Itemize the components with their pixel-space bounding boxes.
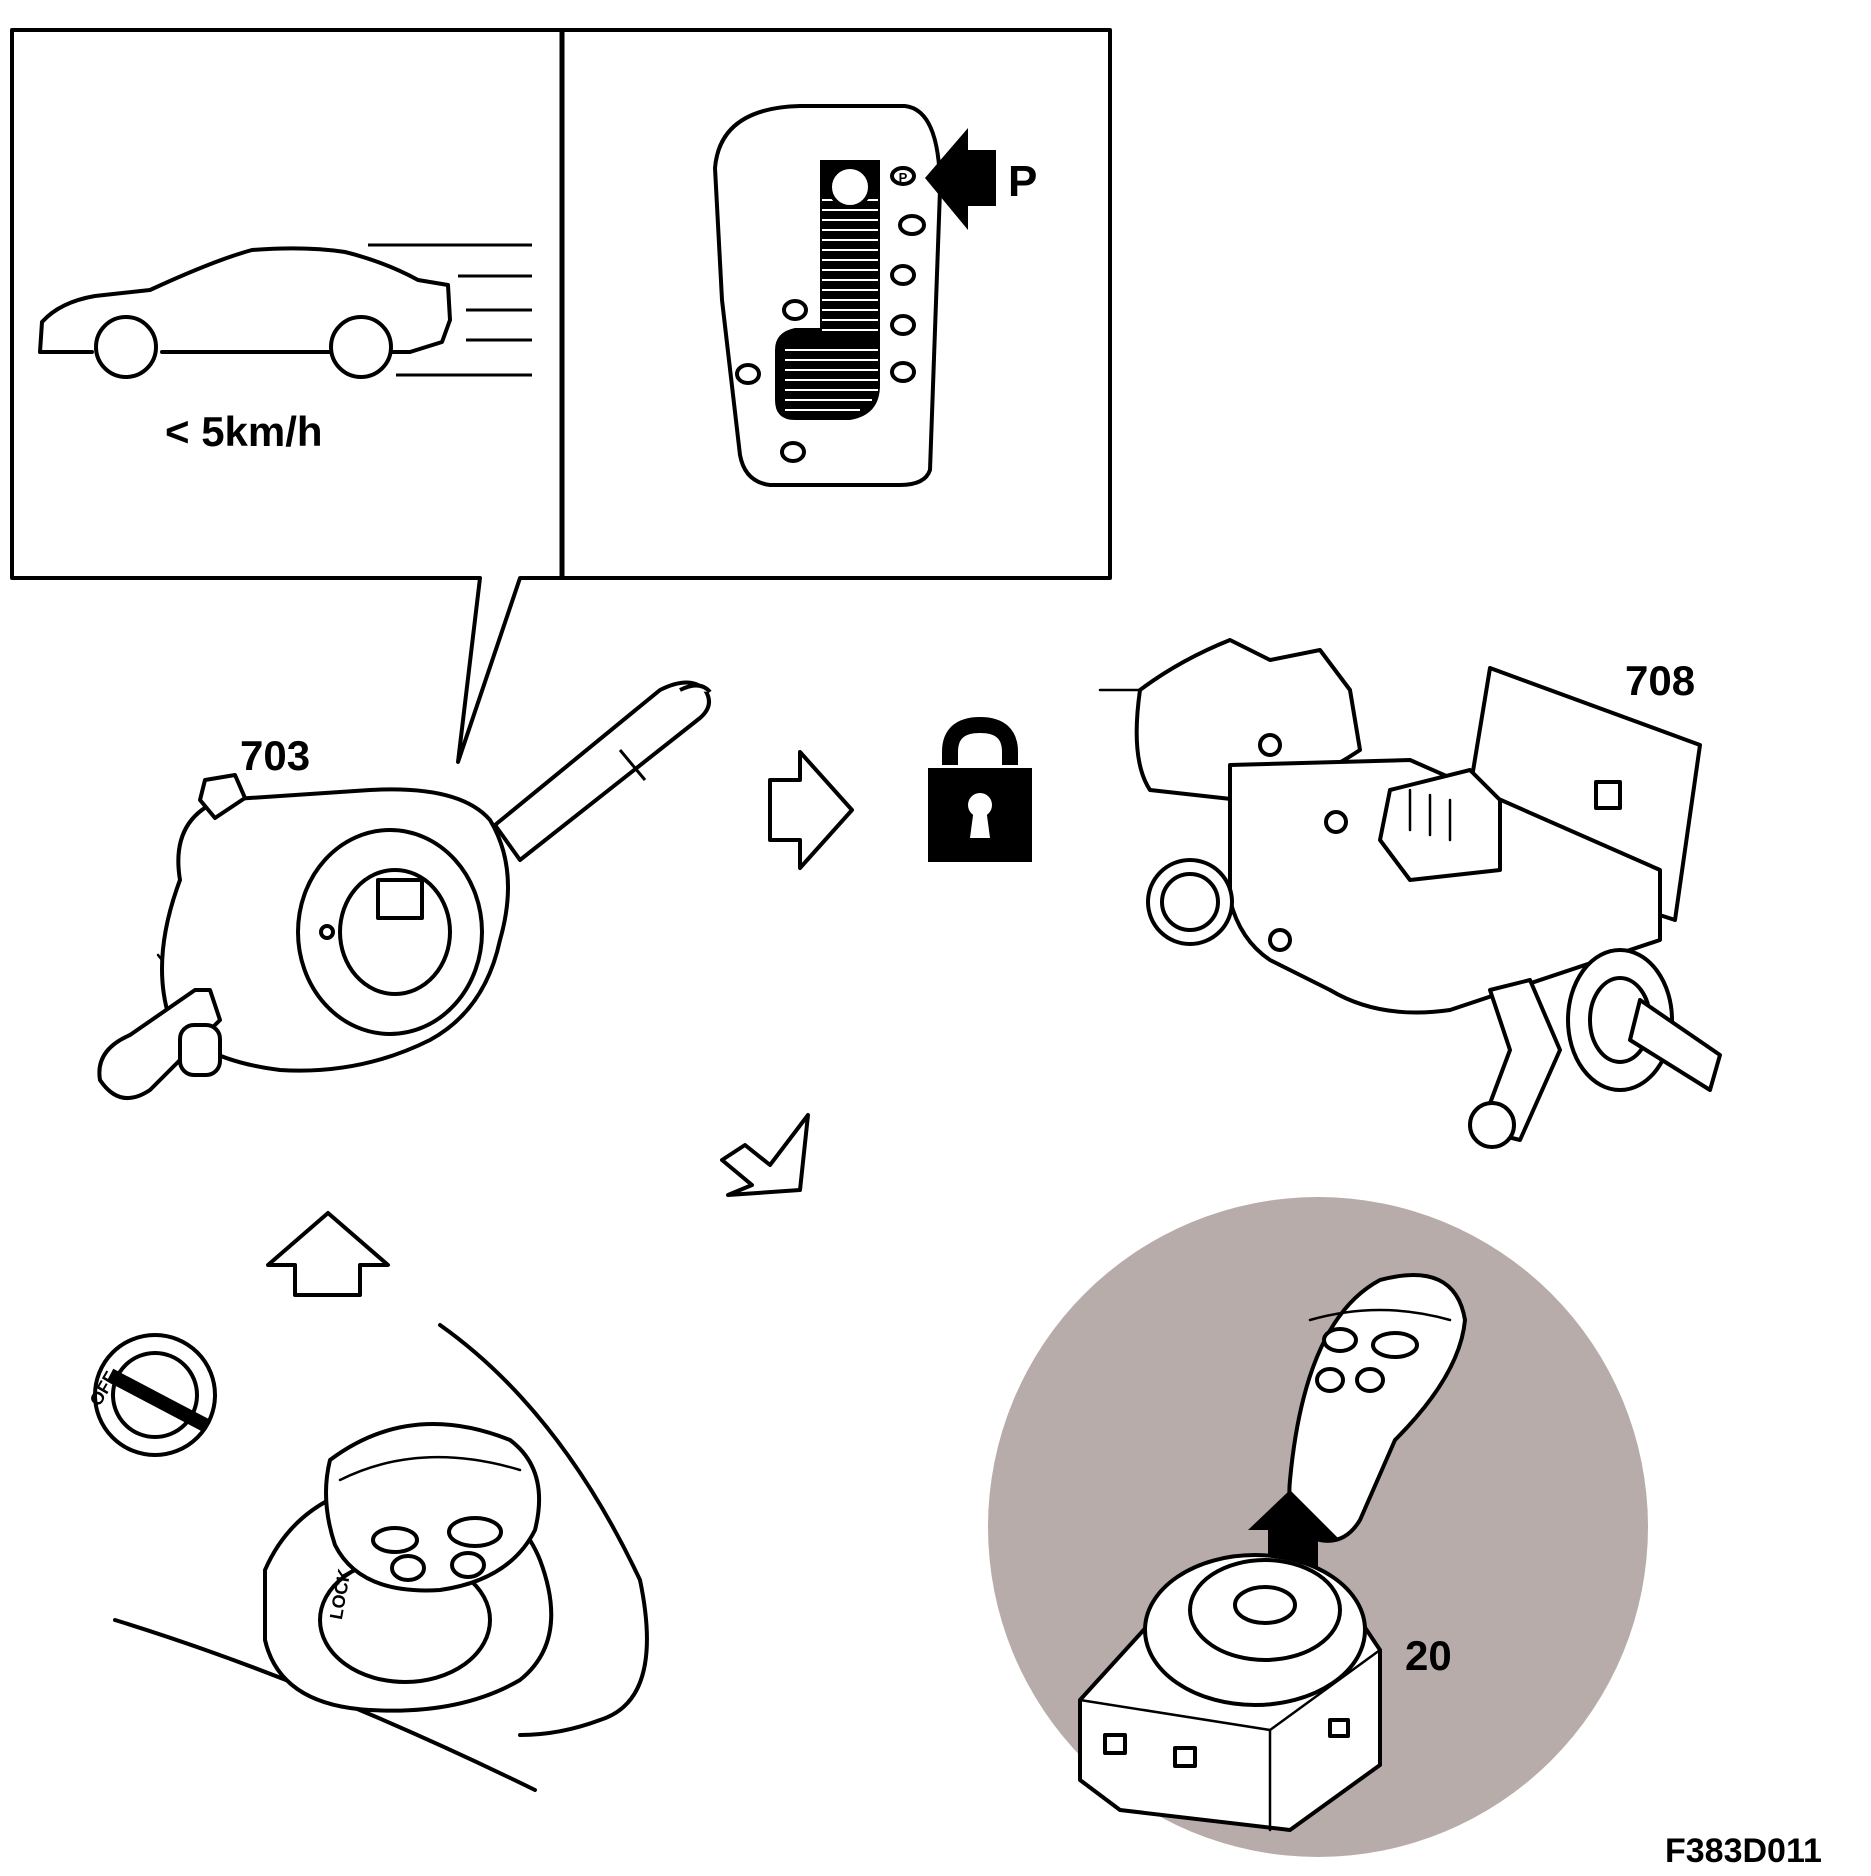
steering-column-lock <box>1098 638 1722 1149</box>
park-small-label: P <box>899 170 908 185</box>
ignition-detail-circle <box>988 1197 1648 1857</box>
arrow-right-icon <box>768 750 854 870</box>
part-703-label: 703 <box>240 732 310 779</box>
multifunction-switch <box>97 680 712 1100</box>
car-icon <box>38 243 532 379</box>
park-label: P <box>1008 157 1037 206</box>
figure-id: F383D011 <box>1665 1832 1822 1870</box>
ignition-switch: LOCK <box>113 1323 649 1792</box>
part-708-label: 708 <box>1625 657 1695 704</box>
callout-box <box>10 28 1112 764</box>
speed-label: < 5km/h <box>165 408 323 455</box>
ignition-off-switch: OFF <box>86 1333 217 1457</box>
arrow-down-left-icon <box>720 1113 810 1197</box>
padlock-icon <box>928 716 1032 862</box>
gear-selector-icon: P <box>713 104 942 487</box>
arrow-up-icon <box>266 1211 390 1297</box>
ignition-switch-unit <box>1078 1553 1382 1832</box>
part-20-label: 20 <box>1405 1632 1452 1679</box>
insert-arrow-icon <box>1248 1490 1340 1575</box>
key-fob <box>1287 1273 1467 1543</box>
park-arrow-icon <box>925 128 996 230</box>
